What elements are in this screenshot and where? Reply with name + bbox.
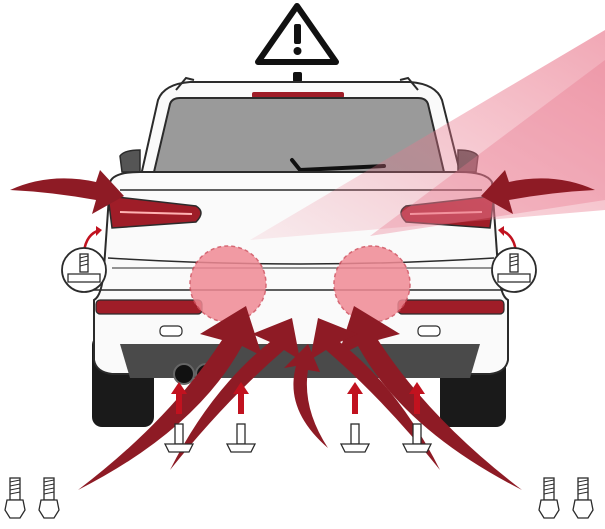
screw-icon: [401, 423, 433, 453]
clips: [163, 423, 433, 453]
up-arrow-icon: [233, 382, 249, 414]
right-reflector: [397, 299, 505, 315]
screw-icon: [339, 423, 371, 453]
zone-left: [189, 245, 267, 323]
bolts-bottom-left: [4, 477, 60, 519]
up-arrow-icon: [409, 382, 425, 414]
up-arrow-icon: [347, 382, 363, 414]
up-arrow-icon: [171, 382, 187, 414]
warning-triangle-icon: [255, 3, 339, 82]
arrow-sweep-right: [338, 306, 522, 490]
bolt-icon: [4, 477, 26, 519]
screw-icon-left: [61, 247, 107, 293]
screw-icon: [225, 423, 257, 453]
screw-icon-right: [491, 247, 537, 293]
exhaust-left: [173, 363, 195, 385]
bolts-bottom-right: [538, 477, 594, 519]
screw-icon: [163, 423, 195, 453]
arrow-sweep-center-right: [310, 318, 440, 470]
bolt-icon: [572, 477, 594, 519]
fastener-zones: [189, 245, 411, 323]
arrow-hook-center: [284, 344, 328, 448]
arrow-sweep-left: [78, 306, 262, 490]
bolt-icon: [38, 477, 60, 519]
left-reflector: [95, 299, 203, 315]
bolt-icon: [538, 477, 560, 519]
zone-right: [333, 245, 411, 323]
arrow-taillight-right: [481, 170, 595, 214]
arrow-taillight-left: [10, 170, 124, 214]
push-arrows: [171, 382, 425, 414]
